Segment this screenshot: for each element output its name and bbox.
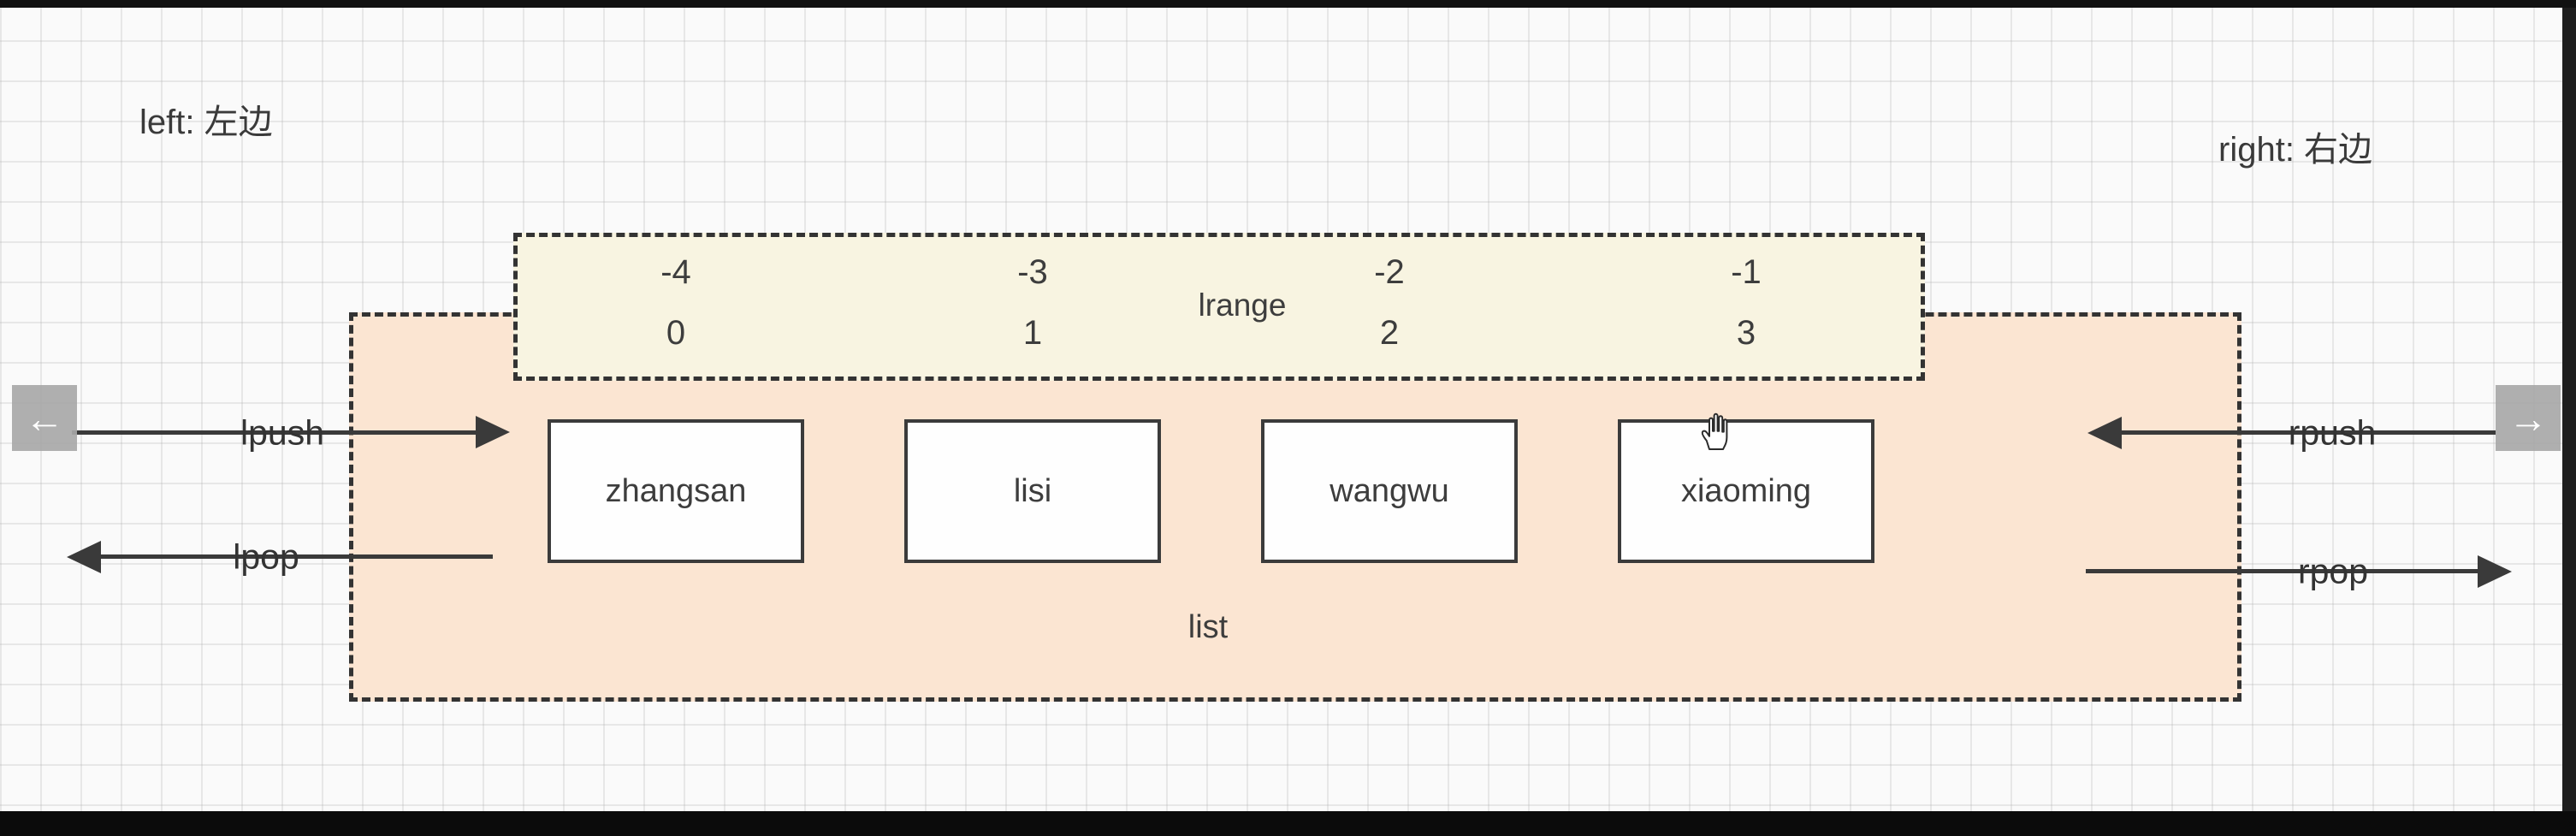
lpush-arrowhead-icon [476,416,510,448]
pos-index-3: 3 [1736,314,1756,352]
list-item-box: lisi [904,419,1161,563]
next-slide-button[interactable]: → [2496,385,2561,451]
rpop-arrow-line [2086,569,2481,573]
lrange-label: lrange [1198,288,1287,323]
rpush-label: rpush [2288,412,2377,453]
lpop-arrow-line [98,554,493,559]
list-item-box: wangwu [1261,419,1518,563]
neg-index-1: -3 [1017,253,1048,291]
right-edge-bar [2562,0,2576,836]
rpush-arrowhead-icon [2087,417,2122,449]
list-item-label: xiaoming [1680,472,1812,509]
previous-slide-button[interactable]: ← [12,385,77,451]
neg-index-2: -2 [1374,253,1405,291]
list-item-label: lisi [1013,472,1052,509]
top-letterbox-bar [0,0,2576,8]
list-label: list [1187,609,1229,645]
hand-cursor-icon [1701,412,1728,450]
list-item-box: zhangsan [548,419,804,563]
lpush-label: lpush [240,412,325,453]
bottom-letterbox-bar [0,811,2576,836]
rpop-label: rpop [2297,551,2369,591]
pos-index-0: 0 [666,314,686,352]
list-item-label: zhangsan [605,472,747,509]
pos-index-1: 1 [1022,314,1043,352]
lrange-container [513,233,1925,381]
neg-index-3: -1 [1731,253,1762,291]
left-caption: left: 左边 [139,104,273,141]
list-item-label: wangwu [1329,472,1449,509]
lpop-arrowhead-icon [67,541,101,573]
neg-index-0: -4 [660,253,691,291]
lpush-arrow-line [72,430,481,435]
right-arrow-icon: → [2508,395,2548,441]
rpop-arrowhead-icon [2478,555,2512,588]
right-caption: right: 右边 [2218,131,2373,169]
rpush-arrow-line [2118,430,2496,435]
list-item-box: xiaoming [1618,419,1874,563]
lpop-label: lpop [233,537,299,577]
pos-index-2: 2 [1379,314,1400,352]
left-arrow-icon: ← [25,395,64,441]
